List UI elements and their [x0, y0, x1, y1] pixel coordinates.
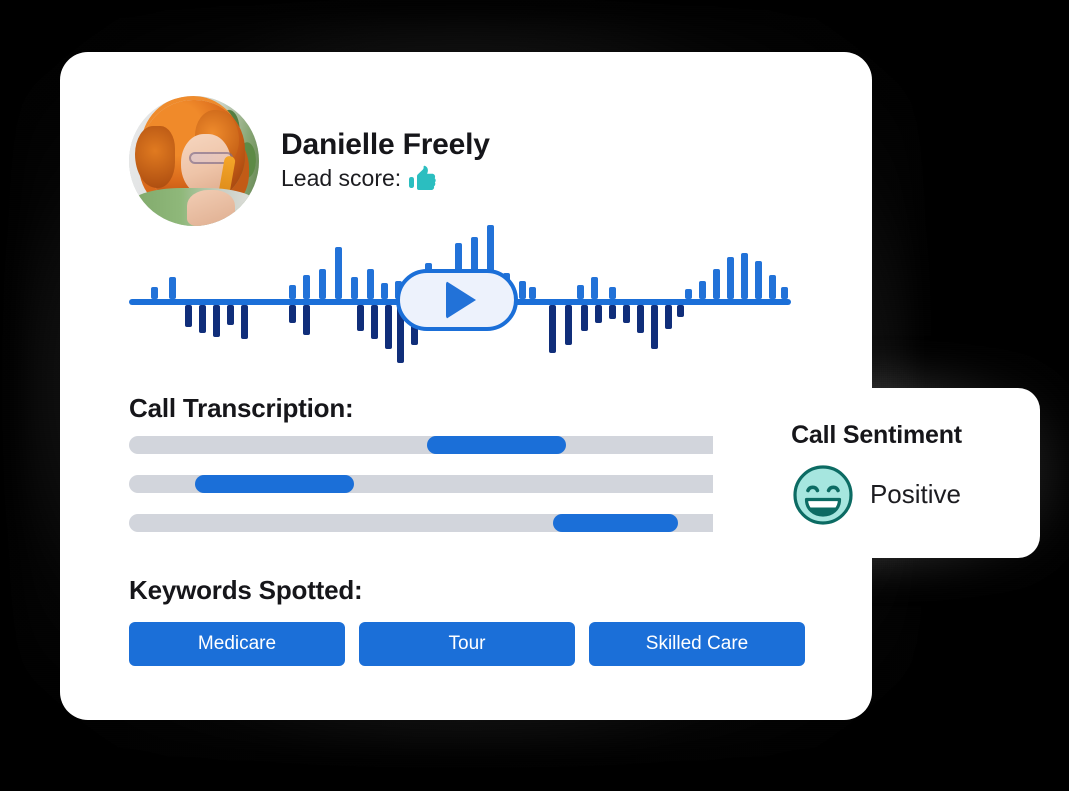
call-summary-card: Danielle Freely Lead score: Call Transcr…: [60, 52, 872, 720]
waveform-bar: [755, 261, 762, 299]
transcription-track[interactable]: [129, 475, 791, 493]
waveform-bar: [371, 305, 378, 339]
keyword-chip-list: Medicare Tour Skilled Care: [129, 622, 805, 666]
smiling-face-icon: [793, 464, 853, 525]
sentiment-value: Positive: [869, 479, 962, 509]
waveform-bar: [335, 247, 342, 299]
waveform-bar: [565, 305, 572, 345]
waveform-bar: [623, 305, 630, 323]
keywords-spotted-title: Keywords Spotted:: [129, 575, 363, 605]
waveform-bar: [685, 289, 692, 299]
transcription-track[interactable]: [129, 436, 791, 454]
waveform-bar: [781, 287, 788, 299]
avatar-hair-left: [135, 126, 175, 188]
waveform-bar: [713, 269, 720, 299]
contact-header: Danielle Freely Lead score:: [129, 96, 490, 226]
avatar: [129, 96, 259, 226]
waveform-bar: [381, 283, 388, 299]
transcription-track[interactable]: [129, 514, 791, 532]
play-icon: [445, 281, 476, 319]
waveform-bar: [397, 305, 404, 363]
waveform-bar: [289, 305, 296, 323]
waveform-bar: [699, 281, 706, 299]
waveform-bar: [577, 285, 584, 299]
audio-waveform[interactable]: [129, 225, 791, 380]
contact-details: Danielle Freely Lead score:: [281, 128, 490, 194]
sentiment-value-row: Positive: [792, 464, 961, 526]
waveform-bar: [227, 305, 234, 325]
lead-score-row: Lead score:: [281, 164, 490, 194]
lead-score-label: Lead score:: [281, 165, 402, 191]
waveform-bar: [319, 269, 326, 299]
waveform-bar: [727, 257, 734, 299]
waveform-bar: [529, 287, 536, 299]
call-sentiment-title: Call Sentiment: [791, 420, 962, 449]
waveform-bar: [591, 277, 598, 299]
waveform-bar: [213, 305, 220, 337]
transcription-bar-1: [426, 436, 566, 454]
keyword-chip[interactable]: Skilled Care: [589, 622, 805, 666]
keyword-chip[interactable]: Medicare: [129, 622, 345, 666]
waveform-bar: [637, 305, 644, 333]
transcription-bars: [129, 436, 791, 532]
waveform-bar: [549, 305, 556, 353]
waveform-bar: [487, 225, 494, 299]
waveform-bar: [581, 305, 588, 331]
waveform-bar: [651, 305, 658, 349]
transcription-bar-3: [552, 514, 679, 532]
waveform-bar: [609, 287, 616, 299]
waveform-bar: [595, 305, 602, 323]
waveform-bar: [151, 287, 158, 299]
waveform-bar: [357, 305, 364, 331]
waveform-bar: [609, 305, 616, 319]
play-button[interactable]: [396, 269, 518, 331]
waveform-bar: [471, 237, 478, 299]
keyword-chip[interactable]: Tour: [359, 622, 575, 666]
waveform-bar: [677, 305, 684, 317]
waveform-bar: [241, 305, 248, 339]
thumbs-up-icon: [409, 165, 436, 190]
waveform-bar: [303, 275, 310, 299]
waveform-bar: [185, 305, 192, 327]
avatar-hand: [187, 190, 235, 226]
transcription-bar-2: [195, 475, 355, 493]
contact-name: Danielle Freely: [281, 128, 490, 162]
waveform-bar: [289, 285, 296, 299]
waveform-bar: [519, 281, 526, 299]
waveform-bar: [169, 277, 176, 299]
waveform-bar: [351, 277, 358, 299]
waveform-bar: [367, 269, 374, 299]
call-transcription-title: Call Transcription:: [129, 393, 354, 423]
waveform-bar: [385, 305, 392, 349]
waveform-bar: [303, 305, 310, 335]
call-sentiment-card: Call Sentiment Positive: [713, 388, 1040, 558]
waveform-bar: [741, 253, 748, 299]
waveform-bar: [769, 275, 776, 299]
waveform-bar: [199, 305, 206, 333]
waveform-bar: [665, 305, 672, 329]
